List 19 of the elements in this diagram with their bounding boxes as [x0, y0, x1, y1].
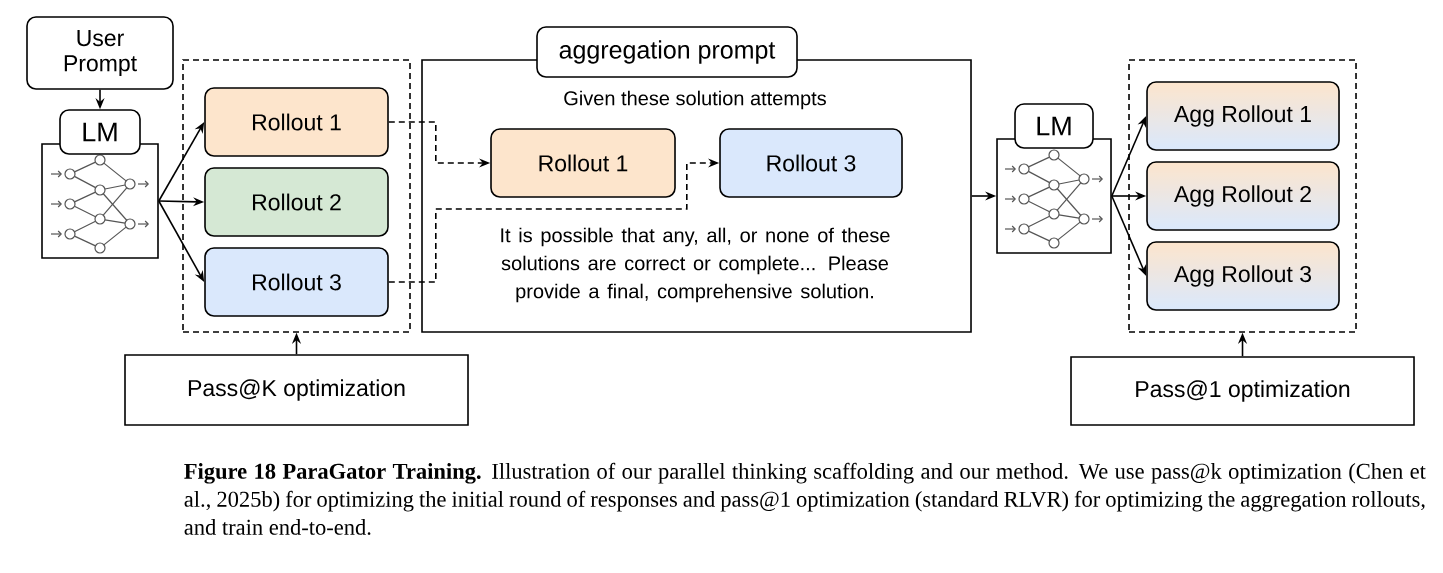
rollout-box: Rollout 1	[204, 87, 389, 157]
dashed-group-box	[182, 59, 411, 333]
rollout-box: Rollout 2	[204, 167, 389, 237]
prompt-title-box: aggregation prompt	[536, 26, 798, 78]
figure-caption: Figure 18 ParaGator Training. Illustration of our parallel thinking scaffolding and our method. We use pass@k optimization (Chen et al., 2025b) for optimizing the initial round of responses and pass@1 optimization (standard RLVR) for optimizing the aggregation rollouts, and train end-to-end.	[184, 462, 1426, 535]
model-label-box: LM	[59, 109, 141, 155]
rollout-box: Rollout 1	[490, 128, 676, 198]
model-label-box: LM	[1014, 103, 1094, 149]
dashed-group-box	[1128, 59, 1357, 333]
rollout-box: Agg Rollout 3	[1146, 241, 1340, 311]
optimization-box: Pass@1 optimization	[1070, 356, 1415, 426]
rollout-box: Rollout 3	[204, 247, 389, 317]
prompt-box: User Prompt	[26, 16, 174, 90]
optimization-box: Pass@K optimization	[124, 354, 469, 426]
instruction-text: Given these solution attempts	[564, 90, 826, 110]
rollout-box: Rollout 3	[719, 128, 903, 198]
rollout-box: Agg Rollout 2	[1146, 161, 1340, 231]
rollout-box: Agg Rollout 1	[1146, 81, 1340, 151]
instruction-text: It is possible that any, all, or none of these solutions are correct or complete... Please provide a final, comprehensive solution.	[501, 227, 890, 303]
